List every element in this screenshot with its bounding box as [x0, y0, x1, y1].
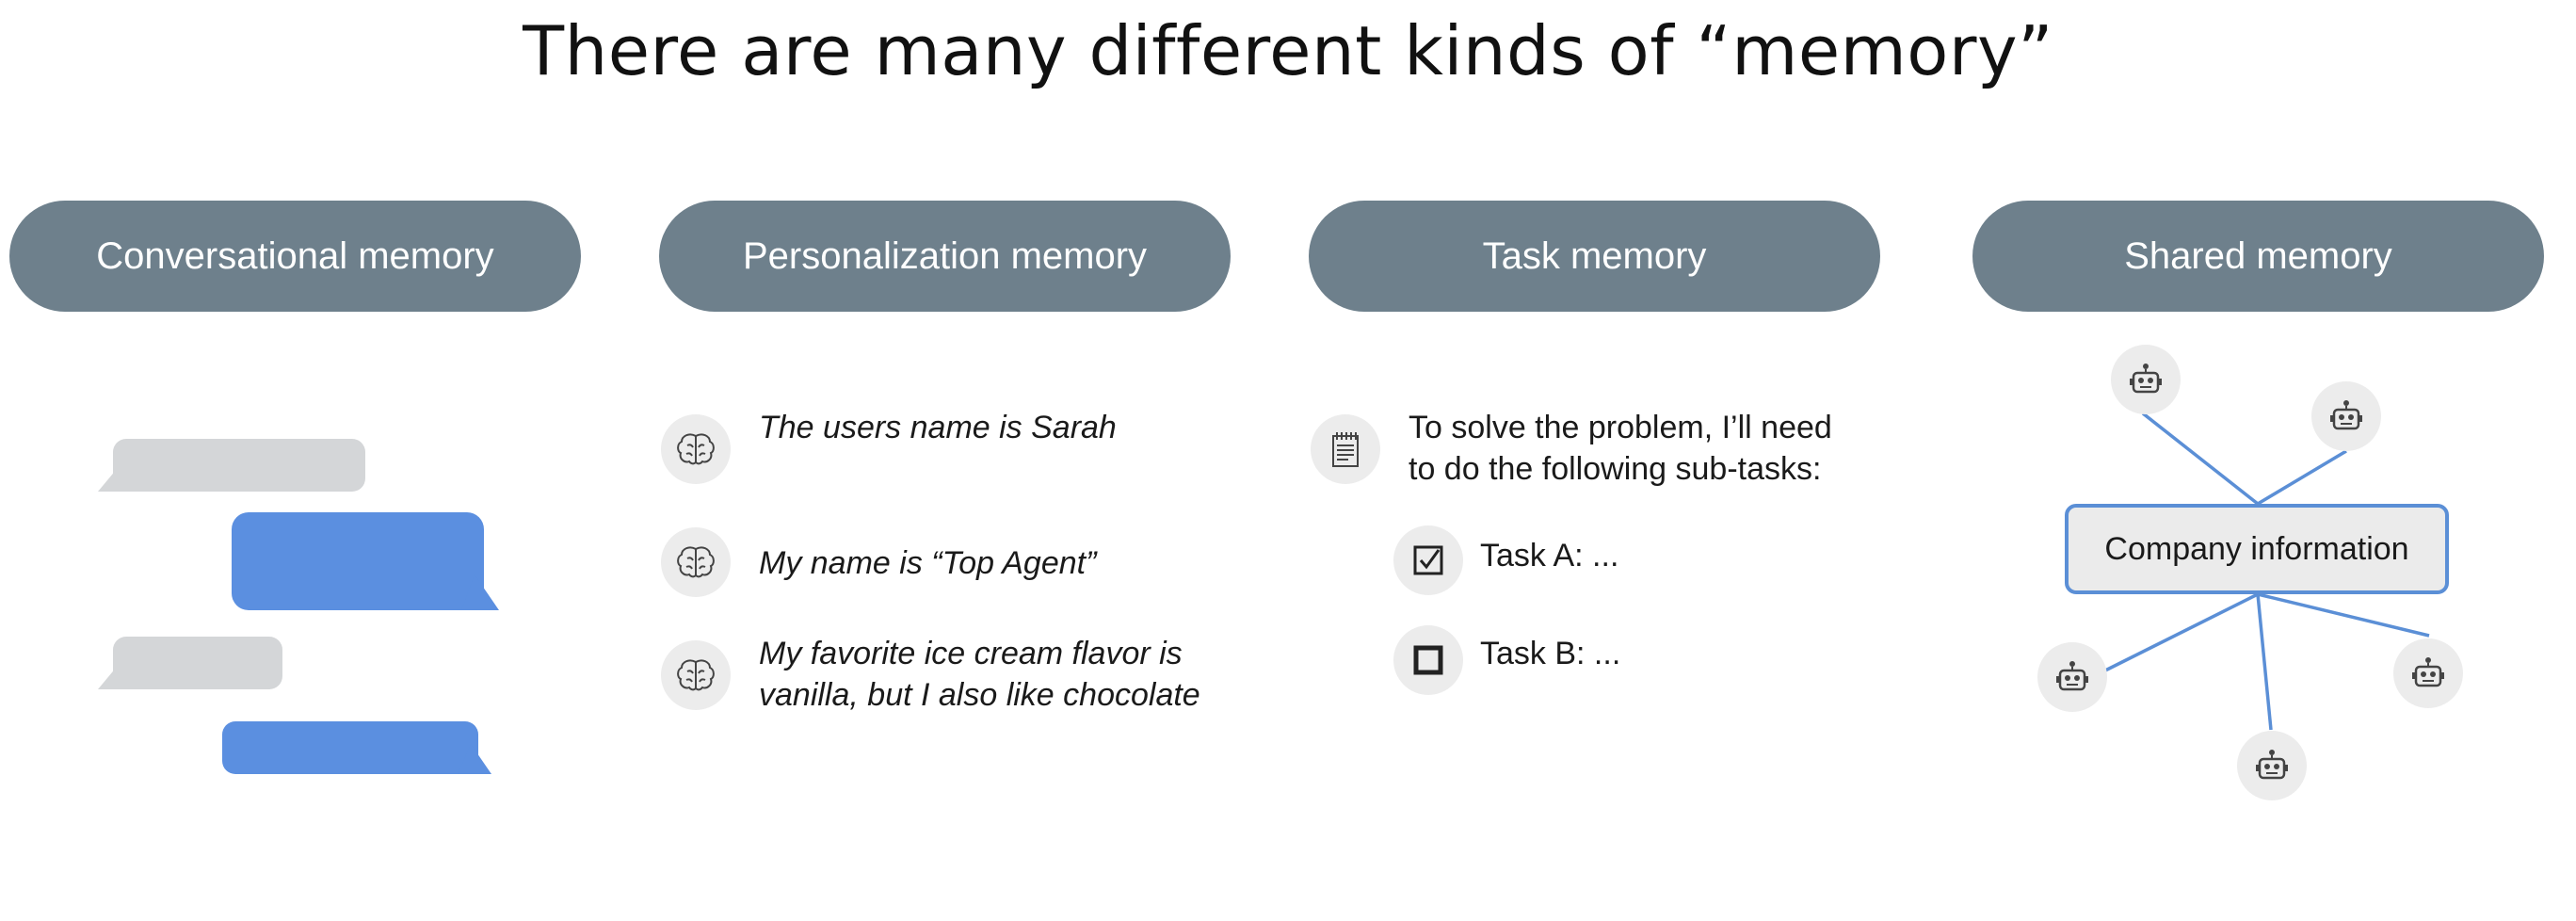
- chat-bubbles-illustration: [98, 439, 499, 774]
- connection-line: [2256, 593, 2273, 731]
- page-title: There are many different kinds of “memor…: [523, 11, 2053, 90]
- task-item: Task B: ...: [1480, 636, 1621, 671]
- connection-line: [2104, 592, 2259, 672]
- connection-line: [2141, 412, 2260, 506]
- chat-bubble-outgoing: [232, 512, 499, 610]
- connection-line: [2257, 592, 2430, 638]
- task-intro-text: To solve the problem, I’ll need to do th…: [1409, 407, 1832, 490]
- task-item: Task A: ...: [1480, 538, 1619, 574]
- task-memory-header: Task memory: [1309, 201, 1880, 312]
- task-intro-line: To solve the problem, I’ll need: [1409, 410, 1832, 445]
- shared-memory-header: Shared memory: [1972, 201, 2544, 312]
- brain-icon: [661, 527, 731, 597]
- personalization-memory-header: Personalization memory: [659, 201, 1231, 312]
- task-intro-line: to do the following sub-tasks:: [1409, 451, 1822, 487]
- checkbox-checked-icon: [1393, 525, 1463, 595]
- brain-icon: [661, 414, 731, 484]
- chat-bubble-incoming: [98, 439, 365, 492]
- personalization-item: My name is “Top Agent”: [759, 545, 1097, 581]
- robot-icon: [2393, 638, 2463, 708]
- conversational-memory-header: Conversational memory: [9, 201, 581, 312]
- personalization-item-line: vanilla, but I also like chocolate: [759, 677, 1200, 713]
- personalization-item: My favorite ice cream flavor is vanilla,…: [759, 633, 1200, 716]
- robot-icon: [2311, 381, 2381, 451]
- personalization-item: The users name is Sarah: [759, 410, 1117, 445]
- chat-bubble-outgoing: [222, 721, 491, 774]
- brain-icon: [661, 640, 731, 710]
- shared-memory-connections: [2104, 412, 2430, 731]
- personalization-item-line: My favorite ice cream flavor is: [759, 636, 1183, 671]
- robot-icon: [2037, 642, 2107, 712]
- notepad-icon: [1311, 414, 1380, 484]
- connection-line: [2257, 449, 2347, 506]
- robot-icon: [2111, 345, 2181, 414]
- chat-bubble-incoming: [98, 637, 282, 689]
- checkbox-empty-icon: [1393, 625, 1463, 695]
- robot-icon: [2237, 731, 2307, 800]
- company-information-box: Company information: [2065, 504, 2449, 594]
